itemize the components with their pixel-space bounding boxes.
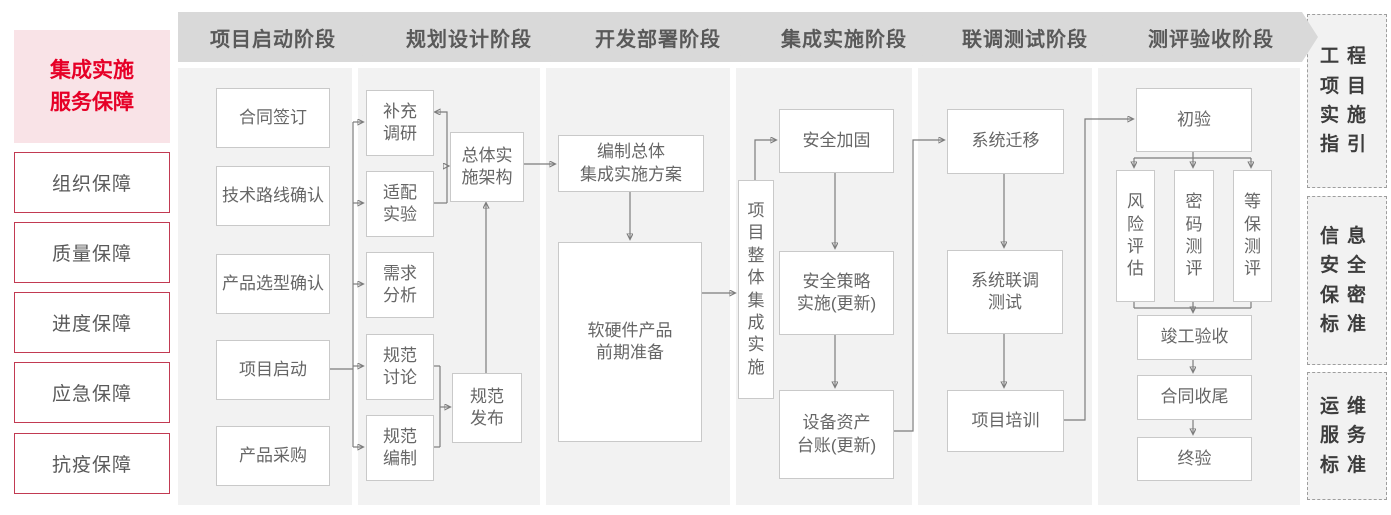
node-joint-testing: 系统联调 测试 (947, 250, 1063, 334)
ref-infosec-confidentiality-standard-label: 信息安全保密标准 (1320, 225, 1375, 335)
guard-item-schedule: 进度保障 (14, 292, 170, 353)
guard-item-quality: 质量保障 (14, 222, 170, 283)
guard-item-organization: 组织保障 (14, 152, 170, 213)
node-spec-release: 规范 发布 (452, 373, 522, 443)
node-overall-integration-label: 项目整体集成实施 (747, 200, 765, 377)
node-spec-compilation: 规范 编制 (366, 415, 434, 481)
ref-om-service-standard: 运维服务标准 (1307, 372, 1387, 500)
connector-ledger-to-migration (892, 140, 944, 432)
connector-training-to-initial (1062, 119, 1133, 421)
node-overall-plan: 编制总体 集成实施方案 (558, 135, 704, 192)
ref-om-service-standard-label: 运维服务标准 (1320, 395, 1375, 476)
guard-item-emergency: 应急保障 (14, 362, 170, 423)
phase-header-acceptance: 测评验收阶段 (1098, 12, 1318, 62)
phase-header-joint-test: 联调测试阶段 (918, 12, 1126, 62)
node-tech-route-confirm: 技术路线确认 (216, 166, 330, 226)
node-classified-protection-label: 等保测评 (1244, 192, 1261, 279)
node-overall-architecture: 总体实 施架构 (450, 132, 524, 202)
left-panel-title: 集成实施 服务保障 (14, 30, 170, 143)
node-crypto-evaluation-label: 密码测评 (1185, 192, 1203, 279)
node-requirement-analysis: 需求 分析 (366, 252, 434, 318)
node-system-migration: 系统迁移 (947, 109, 1064, 174)
node-risk-assessment-label: 风险评估 (1127, 192, 1144, 279)
node-completion-acceptance: 竣工验收 (1137, 315, 1252, 360)
ref-project-implementation-guide-label: 工程项目实施指引 (1320, 46, 1375, 156)
node-product-preparation: 软硬件产品 前期准备 (558, 242, 702, 442)
node-adaptation-test: 适配 实验 (366, 171, 434, 237)
node-asset-ledger: 设备资产 台账(更新) (779, 390, 894, 479)
node-product-procurement: 产品采购 (216, 426, 330, 486)
node-spec-discussion: 规范 讨论 (366, 334, 434, 400)
ref-infosec-confidentiality-standard: 信息安全保密标准 (1307, 196, 1387, 365)
node-security-policy: 安全策略 实施(更新) (779, 251, 894, 335)
node-contract-closure: 合同收尾 (1137, 375, 1252, 420)
phase-header-planning: 规划设计阶段 (358, 12, 574, 62)
node-supplement-research: 补充 调研 (366, 90, 434, 156)
node-product-selection: 产品选型确认 (216, 254, 330, 314)
node-classified-protection: 等保测评 (1233, 170, 1272, 302)
node-crypto-evaluation: 密码测评 (1174, 170, 1214, 302)
node-initial-acceptance: 初验 (1136, 88, 1252, 152)
guard-item-epidemic: 抗疫保障 (14, 433, 170, 494)
node-project-kickoff: 项目启动 (216, 340, 330, 400)
node-security-hardening: 安全加固 (779, 109, 894, 173)
node-contract-signing: 合同签订 (216, 88, 330, 148)
phase-header-kickoff: 项目启动阶段 (178, 12, 378, 62)
ref-project-implementation-guide: 工程项目实施指引 (1307, 14, 1387, 188)
connector-to-supplement (435, 112, 448, 203)
node-final-acceptance: 终验 (1137, 437, 1252, 481)
node-project-training: 项目培训 (947, 390, 1064, 452)
phase-header-development: 开发部署阶段 (546, 12, 764, 62)
connector-integration-to-hardening (754, 140, 776, 180)
node-risk-assessment: 风险评估 (1116, 170, 1155, 302)
node-overall-integration: 项目整体集成实施 (738, 180, 774, 399)
phase-header-integration: 集成实施阶段 (736, 12, 946, 62)
